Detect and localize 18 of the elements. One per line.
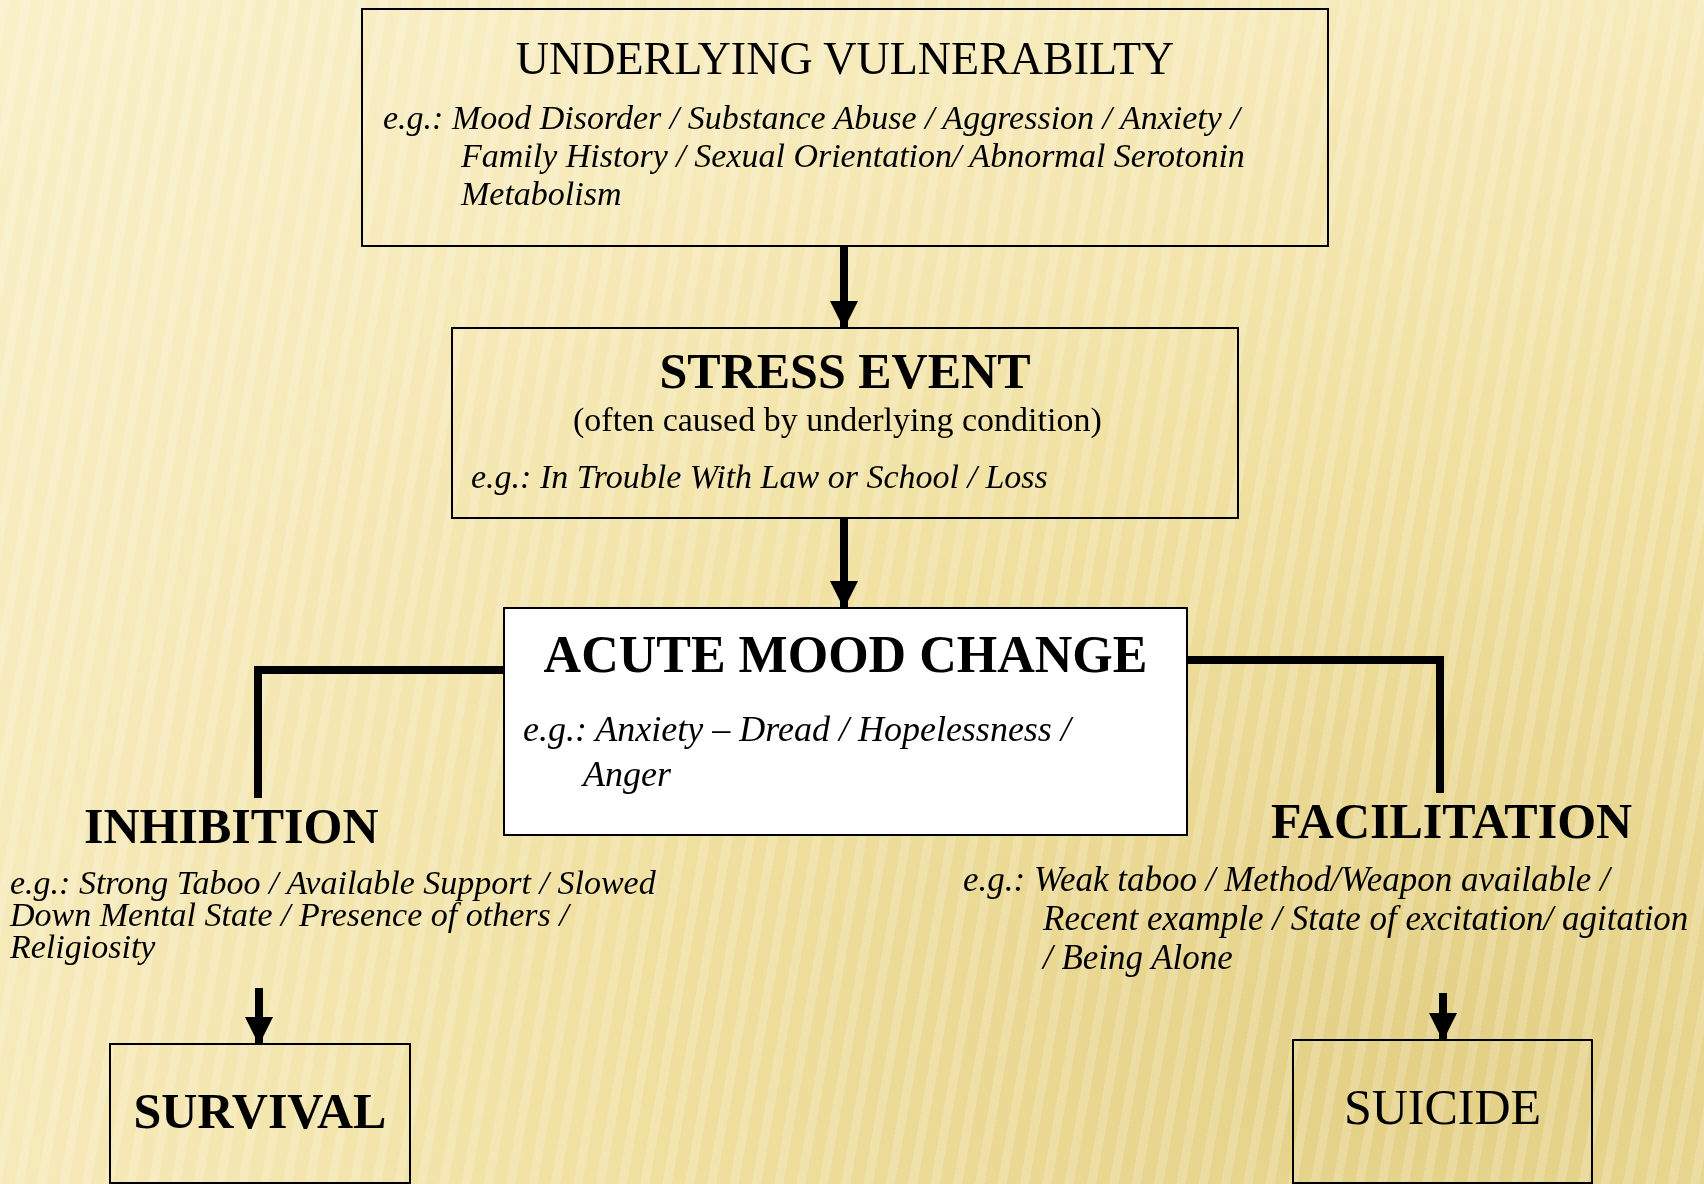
note-text: (often caused by underlying condition) [572, 400, 1103, 439]
box-heading: INHIBITION [83, 798, 380, 855]
box-heading: SURVIVAL [132, 1082, 388, 1140]
process-box [1292, 1039, 1593, 1184]
process-box [361, 8, 1329, 247]
process-box [109, 1043, 411, 1184]
box-heading: UNDERLYING VULNERABILTY [514, 32, 1176, 85]
example-text: e.g.: Mood Disorder / Substance Abuse / Aggression / Anxiety / Family History / Sexual Orientation/ Abnormal Serotonin Metabolism [382, 98, 1246, 213]
box-heading: SUICIDE [1342, 1078, 1543, 1136]
box-heading: ACUTE MOOD CHANGE [542, 625, 1149, 685]
example-text: e.g.: In Trouble With Law or School / Loss [470, 457, 1049, 496]
process-box [503, 607, 1188, 836]
box-heading: STRESS EVENT [658, 342, 1032, 400]
process-box [451, 327, 1239, 519]
example-text: e.g.: Strong Taboo / Available Support / Slowed Down Mental State / Presence of others / Religiosity [8, 863, 657, 963]
box-heading: FACILITATION [1270, 793, 1634, 850]
example-text: e.g.: Anxiety – Dread / Hopelessness / Anger [505, 685, 1186, 797]
example-text: e.g.: Weak taboo / Method/Weapon available / Recent example / State of excitation/ agitation / Being Alone [962, 859, 1690, 977]
